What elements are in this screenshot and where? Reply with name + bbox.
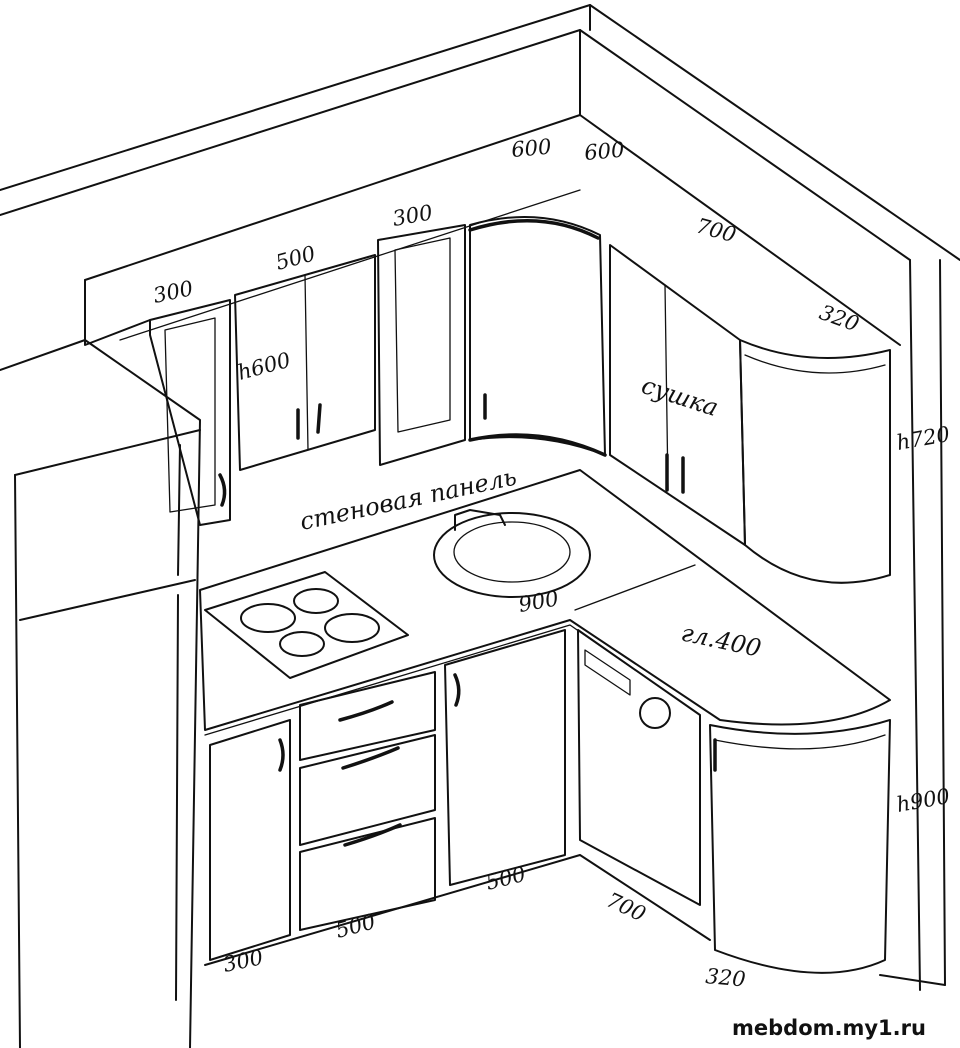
dim-low-end: 320 [705, 964, 747, 991]
dim-low-left: 300 [221, 945, 265, 977]
watermark: mebdom.my1.ru [732, 1016, 926, 1040]
cooktop [204, 571, 409, 679]
end-cabinet [709, 719, 891, 974]
dim-corner-b: 600 [583, 138, 625, 165]
dishwasher [577, 629, 701, 906]
dim-up-left: 300 [151, 276, 195, 308]
dim-corner-a: 600 [510, 135, 552, 162]
label-countertop: гл.400 [679, 618, 764, 662]
dim-up-mid: 500 [273, 241, 318, 275]
room-walls [0, 4, 960, 991]
dim-up-end: 320 [816, 300, 862, 336]
label-upper-height: h720 [895, 422, 952, 455]
label-upper-cab-height: h600 [235, 348, 293, 385]
dim-low-right: 500 [483, 862, 528, 895]
sink [433, 509, 591, 598]
dim-low-dish: 700 [603, 888, 649, 927]
dim-up-right: 700 [694, 214, 739, 248]
upper-soffit [84, 114, 901, 346]
dim-low-drawers: 500 [333, 909, 378, 943]
fridge [0, 339, 201, 1048]
dimension-labels: 300 500 300 600 600 700 320 900 300 500 … [151, 135, 862, 992]
upper-cabinets [149, 216, 891, 584]
handles [218, 393, 717, 847]
label-dryer: сушка [638, 371, 722, 422]
dim-sink: 900 [517, 586, 561, 617]
dim-up-door: 300 [391, 200, 435, 231]
